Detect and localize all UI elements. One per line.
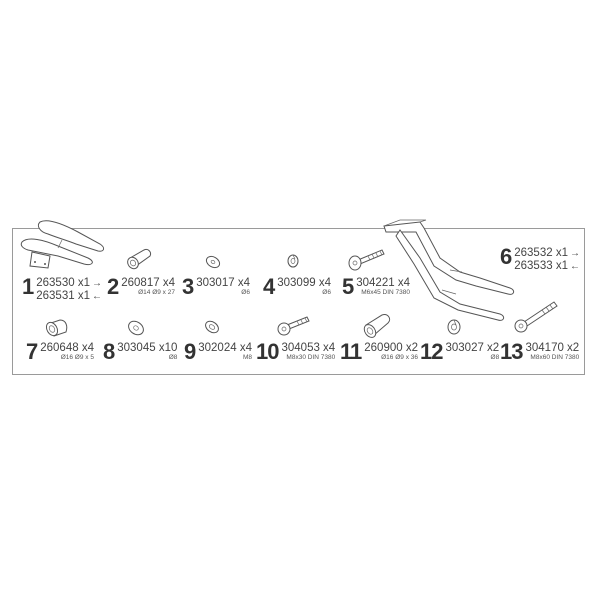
rack-frame-icon <box>383 219 515 321</box>
part-4-label: 4 303099 x4 Ø6 <box>263 274 331 299</box>
arrow-right-icon: → <box>569 248 580 259</box>
part-9-label: 9 302024 x4 M8 <box>184 339 252 364</box>
spacer-icon <box>363 314 391 338</box>
part-10-label: 10 304053 x4 M8x30 DIN 7380 <box>256 339 336 364</box>
part-11-label: 11 260900 x2 Ø16 Ø9 x 36 <box>340 339 418 364</box>
nut-icon <box>205 320 219 334</box>
part-2-label: 2 260817 x4 Ø14 Ø9 x 27 <box>107 274 175 299</box>
spacer-ring-icon <box>45 319 68 337</box>
part-1-label: 1 263530 x1→ 263531 x1← <box>22 274 102 303</box>
arrow-left-icon: ← <box>91 291 102 302</box>
washer-icon <box>128 320 144 336</box>
part-8-label: 8 303045 x10 Ø8 <box>103 339 178 364</box>
part-12-label: 12 303027 x2 Ø8 <box>420 339 500 364</box>
bolt-icon <box>277 316 310 336</box>
part-5-label: 5 304221 x4 M6x45 DIN 7380 <box>342 274 410 299</box>
spring-washer-icon <box>447 319 461 335</box>
arrow-left-icon: ← <box>569 261 580 272</box>
arrow-right-icon: → <box>91 278 102 289</box>
part-3-label: 3 303017 x4 Ø6 <box>182 274 250 299</box>
washer-icon <box>205 255 221 269</box>
bolt-icon <box>514 301 558 333</box>
parts-frame <box>12 228 585 375</box>
part-6-label: 6 263532 x1→ 263533 x1← <box>500 244 580 273</box>
side-bracket-icon <box>20 220 105 269</box>
part-13-label: 13 304170 x2 M8x60 DIN 7380 <box>500 339 580 364</box>
spacer-icon <box>127 249 151 270</box>
part-7-label: 7 260648 x4 Ø16 Ø9 x 5 <box>26 339 94 364</box>
spring-washer-icon <box>287 254 299 268</box>
bolt-icon <box>348 249 385 271</box>
